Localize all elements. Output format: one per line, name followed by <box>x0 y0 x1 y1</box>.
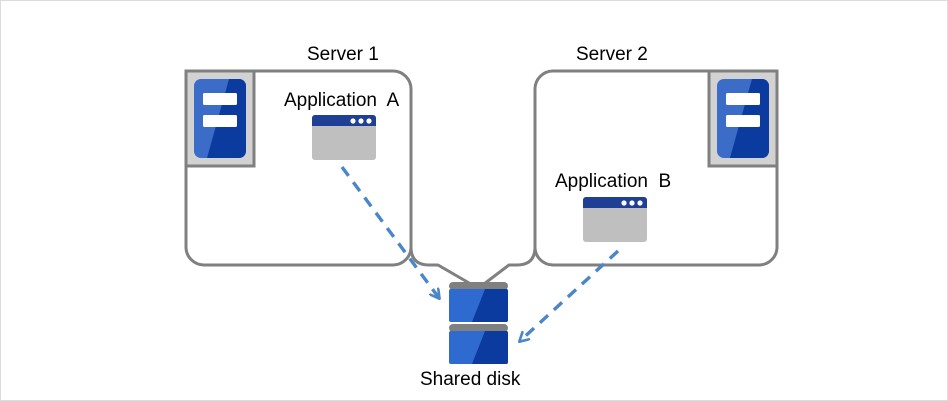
application-a-to-disk-access <box>340 165 439 298</box>
server1-title: Server 1 <box>307 44 379 65</box>
shared-disk-label: Shared disk <box>420 369 521 390</box>
server-icon <box>184 69 256 168</box>
server2-title: Server 2 <box>576 44 648 65</box>
server1-box <box>184 69 413 267</box>
server-icon <box>707 69 779 168</box>
application-a-label: Application A <box>284 90 400 111</box>
server1-to-disk-link <box>409 169 478 289</box>
application-window-icon <box>583 197 647 242</box>
application-b-to-disk-access <box>520 249 620 341</box>
application-window-icon <box>312 115 376 160</box>
application-b-label: Application B <box>555 171 672 192</box>
shared-disk-icon <box>449 282 508 364</box>
server2-to-disk-link <box>478 169 537 289</box>
server2-box <box>533 69 779 267</box>
